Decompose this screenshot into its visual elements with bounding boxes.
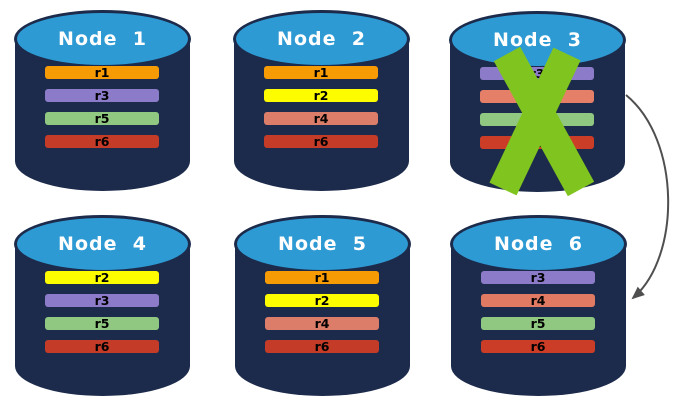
- replica-bar: r6: [45, 135, 159, 148]
- cylinder-top: Node 2: [233, 10, 410, 68]
- replica-list: r1 r2 r4 r6: [265, 271, 379, 363]
- node-title: Node 1: [58, 28, 147, 50]
- node-5: Node 5 r1 r2 r4 r6: [234, 215, 411, 396]
- node-title: Node 6: [494, 233, 583, 255]
- failure-x-icon: [489, 46, 595, 196]
- cylinder-top: Node 6: [450, 215, 627, 273]
- replica-list: r3 r4 r5 r6: [481, 271, 595, 363]
- replica-bar: r6: [265, 340, 379, 353]
- node-4: Node 4 r2 r3 r5 r6: [14, 215, 191, 396]
- cylinder-top: Node 1: [14, 10, 191, 68]
- replica-bar: r1: [45, 66, 159, 79]
- replica-list: r1 r3 r5 r6: [45, 66, 159, 158]
- replica-bar: r2: [45, 271, 159, 284]
- replica-bar: r6: [45, 340, 159, 353]
- cylinder-top: Node 5: [234, 215, 411, 273]
- replica-bar: r5: [481, 317, 595, 330]
- replica-bar: r4: [264, 112, 378, 125]
- node-1: Node 1 r1 r3 r5 r6: [14, 10, 191, 191]
- replica-bar: r4: [481, 294, 595, 307]
- replica-bar: r1: [264, 66, 378, 79]
- replica-bar: r5: [45, 112, 159, 125]
- replica-bar: r3: [481, 271, 595, 284]
- replica-bar: r4: [265, 317, 379, 330]
- replica-bar: r6: [264, 135, 378, 148]
- replica-bar: r5: [45, 317, 159, 330]
- replica-bar: r2: [264, 89, 378, 102]
- replica-bar: r2: [265, 294, 379, 307]
- node-2: Node 2 r1 r2 r4 r6: [233, 10, 410, 191]
- node-title: Node 4: [58, 233, 147, 255]
- replica-list: r2 r3 r5 r6: [45, 271, 159, 363]
- node-title: Node 2: [277, 28, 366, 50]
- replica-bar: r1: [265, 271, 379, 284]
- cylinder-top: Node 4: [14, 215, 191, 273]
- node-title: Node 5: [278, 233, 367, 255]
- replica-bar: r3: [45, 294, 159, 307]
- replica-bar: r3: [45, 89, 159, 102]
- replica-list: r1 r2 r4 r6: [264, 66, 378, 158]
- replica-bar: r6: [481, 340, 595, 353]
- node-title: Node 3: [493, 29, 582, 51]
- node-6: Node 6 r3 r4 r5 r6: [450, 215, 627, 396]
